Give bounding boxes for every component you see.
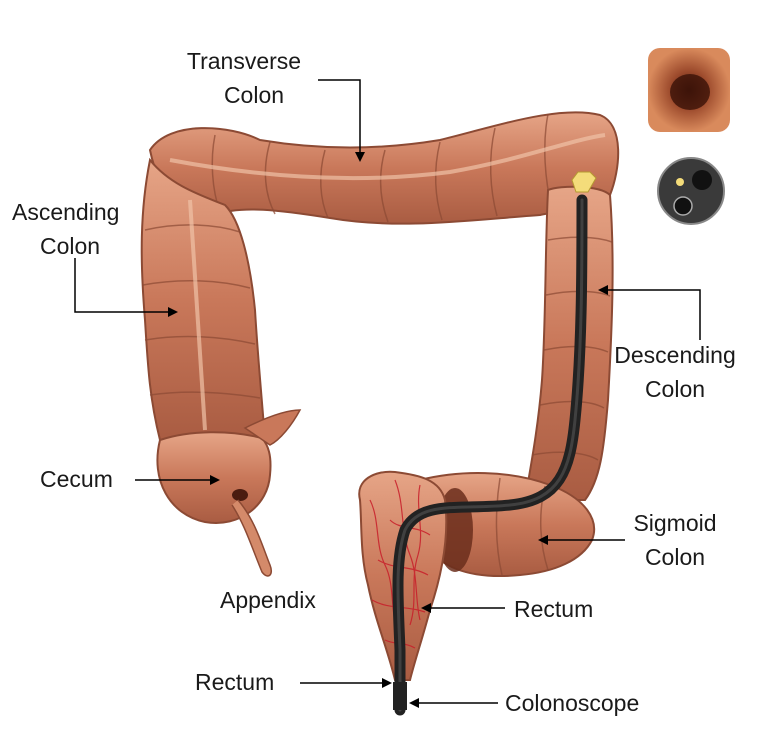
arrow-descending <box>598 285 701 340</box>
scope-tip-lens-icon <box>657 157 725 225</box>
label-sigmoid-line1: Sigmoid <box>633 510 717 536</box>
appendix-shape <box>231 499 273 577</box>
label-appendix: Appendix <box>220 587 316 613</box>
label-transverse-colon: Transverse Colon <box>172 44 316 112</box>
transverse-colon-shape <box>148 111 620 225</box>
label-ascending-line1: Ascending <box>12 199 120 225</box>
label-descending-line2: Colon <box>644 376 706 402</box>
label-descending-colon: Descending Colon <box>600 338 750 406</box>
label-rectum-right: Rectum <box>514 596 594 622</box>
arrow-transverse <box>318 79 365 162</box>
colonoscope-shape <box>392 171 597 716</box>
label-transverse-line2: Colon <box>223 82 285 108</box>
label-sigmoid-colon: Sigmoid Colon <box>620 506 730 574</box>
label-rectum-left: Rectum <box>195 669 275 695</box>
arrow-ascending <box>74 258 178 317</box>
label-ascending-line2: Colon <box>40 233 101 259</box>
label-ascending-colon: Ascending Colon <box>12 195 119 263</box>
label-sigmoid-line2: Colon <box>644 544 706 570</box>
endoscopic-view-icon <box>648 48 730 132</box>
ascending-colon-shape <box>140 157 267 441</box>
label-cecum: Cecum <box>40 466 113 492</box>
leader-lines <box>74 79 701 708</box>
label-colonoscope: Colonoscope <box>505 690 640 716</box>
label-descending-line1: Descending <box>614 342 736 368</box>
label-transverse-line1: Transverse <box>186 48 302 74</box>
